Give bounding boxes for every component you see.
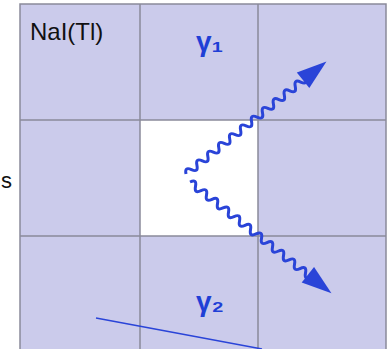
gamma-ray-1 — [180, 54, 333, 182]
gamma-ray-2 — [184, 174, 338, 301]
partial-text: s — [1, 170, 12, 192]
photon-label: γ₁ — [196, 28, 223, 56]
photon-label: γ₂ — [196, 288, 224, 316]
scintillator-block — [20, 4, 386, 349]
leader-line — [96, 318, 262, 349]
material-label: NaI(Tl) — [30, 20, 103, 44]
grid-lines — [20, 4, 386, 349]
